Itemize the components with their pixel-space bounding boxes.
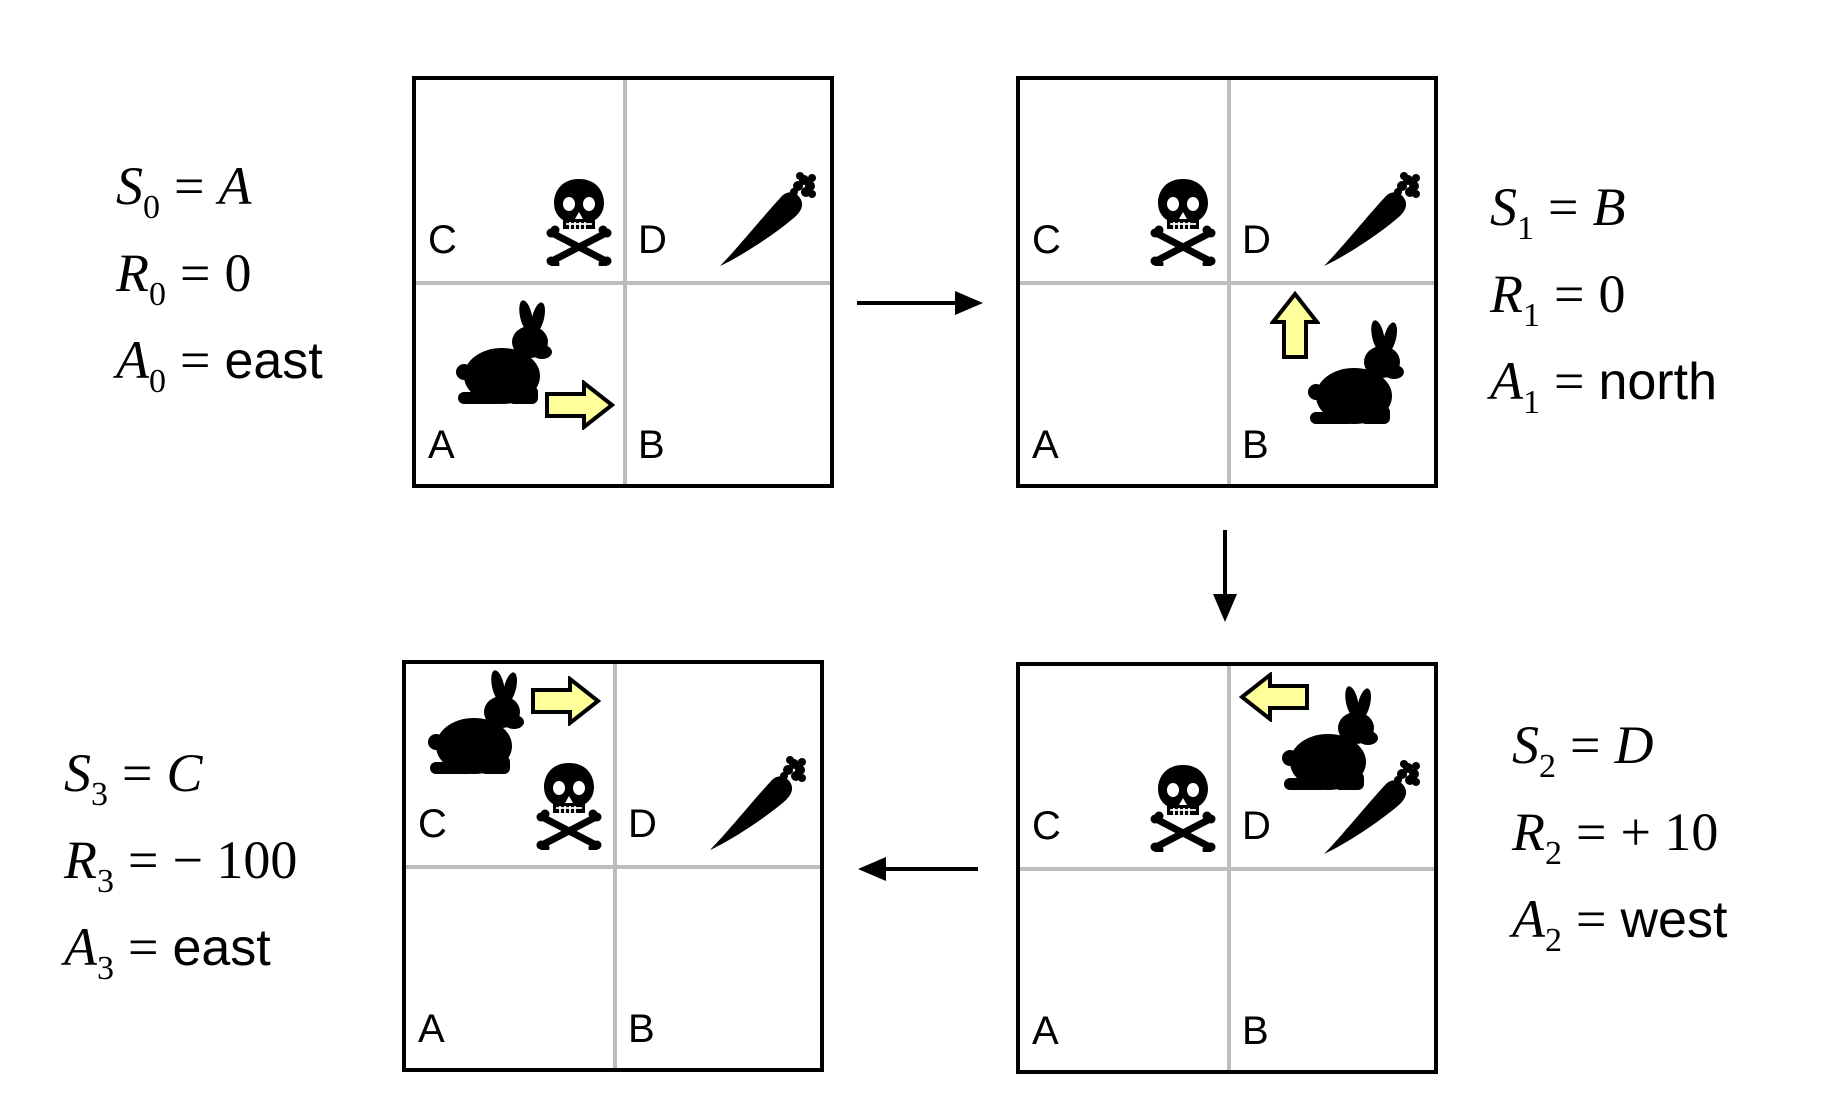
grid-step-1: C D A B <box>1016 76 1438 488</box>
cell-label-d: D <box>1242 218 1271 262</box>
reward-equation: R3=− 100 <box>64 830 298 900</box>
equations-step-0: S0=A R0=0 A0=east <box>116 143 323 405</box>
skull-crossbones-icon <box>1148 762 1218 852</box>
skull-crossbones-icon <box>1148 176 1218 266</box>
skull-crossbones-icon <box>534 760 604 850</box>
grid-divider-horizontal <box>1020 281 1434 285</box>
rabbit-icon <box>428 670 528 776</box>
flow-arrow-right <box>855 286 985 320</box>
action-equation: A0=east <box>116 330 323 400</box>
cell-label-d: D <box>1242 804 1271 848</box>
action-equation: A1=north <box>1490 351 1717 421</box>
action-arrow-icon <box>530 676 602 726</box>
rabbit-icon <box>1308 320 1408 426</box>
action-arrow-icon <box>544 380 616 430</box>
cell-label-b: B <box>638 423 665 467</box>
grid-divider-horizontal <box>416 281 830 285</box>
carrot-icon <box>1320 168 1420 268</box>
equations-step-2: S2=D R2=+ 10 A2=west <box>1512 702 1727 964</box>
carrot-icon <box>706 752 806 852</box>
state-equation: S0=A <box>116 156 252 226</box>
carrot-icon <box>1320 756 1420 856</box>
cell-label-d: D <box>638 218 667 262</box>
reward-equation: R2=+ 10 <box>1512 802 1719 872</box>
action-equation: A2=west <box>1512 889 1728 959</box>
cell-label-a: A <box>1032 423 1059 467</box>
equations-step-1: S1=B R1=0 A1=north <box>1490 164 1717 426</box>
cell-label-d: D <box>628 802 657 846</box>
grid-divider-horizontal <box>406 865 820 869</box>
grid-divider-horizontal <box>1020 867 1434 871</box>
cell-label-a: A <box>1032 1009 1059 1053</box>
grid-step-2: C D A B <box>1016 662 1438 1074</box>
cell-label-c: C <box>418 802 447 846</box>
cell-label-b: B <box>628 1007 655 1051</box>
state-equation: S1=B <box>1490 177 1626 247</box>
cell-label-b: B <box>1242 1009 1269 1053</box>
reward-equation: R1=0 <box>1490 264 1626 334</box>
reward-equation: R0=0 <box>116 243 252 313</box>
state-equation: S3=C <box>64 743 203 813</box>
flow-arrow-left <box>856 852 980 886</box>
equations-step-3: S3=C R3=− 100 A3=east <box>64 730 297 992</box>
cell-label-c: C <box>428 218 457 262</box>
grid-step-0: C D A B <box>412 76 834 488</box>
cell-label-a: A <box>428 423 455 467</box>
action-equation: A3=east <box>64 917 271 987</box>
carrot-icon <box>716 168 816 268</box>
rabbit-icon <box>456 300 556 406</box>
cell-label-a: A <box>418 1007 445 1051</box>
skull-crossbones-icon <box>544 176 614 266</box>
cell-label-c: C <box>1032 804 1061 848</box>
grid-step-3: C D A B <box>402 660 824 1072</box>
flow-arrow-down <box>1208 528 1242 624</box>
cell-label-c: C <box>1032 218 1061 262</box>
cell-label-b: B <box>1242 423 1269 467</box>
state-equation: S2=D <box>1512 715 1654 785</box>
